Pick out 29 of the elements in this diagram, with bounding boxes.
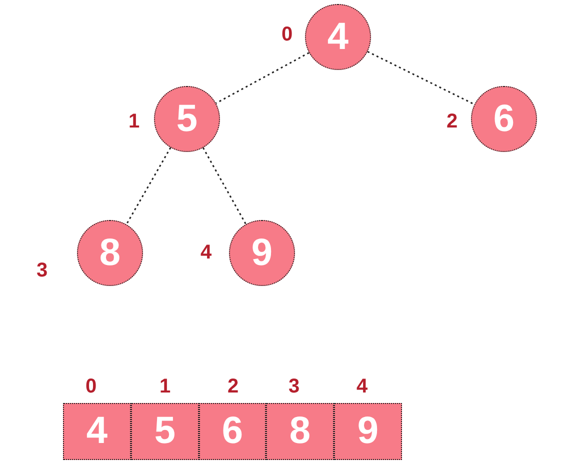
index-label: 3 bbox=[288, 376, 300, 398]
index-label: 3 bbox=[36, 260, 48, 282]
index-label: 0 bbox=[85, 376, 97, 398]
index-label: 4 bbox=[200, 242, 212, 264]
node-value: 5 bbox=[176, 98, 198, 140]
array-cell bbox=[199, 402, 266, 460]
index-label: 2 bbox=[446, 110, 458, 134]
node-value: 9 bbox=[251, 232, 273, 274]
index-label: 0 bbox=[281, 24, 293, 46]
index-label: 2 bbox=[227, 376, 239, 398]
array-cell bbox=[266, 402, 334, 460]
node-value: 8 bbox=[99, 232, 121, 274]
node-value: 4 bbox=[86, 410, 108, 452]
connector-line bbox=[216, 52, 310, 104]
node-value: 8 bbox=[289, 410, 311, 452]
node-value: 6 bbox=[493, 98, 515, 140]
connector-line bbox=[367, 50, 475, 106]
connector-line bbox=[126, 147, 172, 225]
connector-line bbox=[202, 147, 247, 225]
index-label: 1 bbox=[128, 110, 140, 134]
array-cell bbox=[63, 402, 131, 460]
node-value: 4 bbox=[327, 16, 349, 58]
array-cell bbox=[131, 402, 199, 460]
node-value: 6 bbox=[222, 410, 244, 452]
array-cell bbox=[334, 402, 402, 460]
index-label: 4 bbox=[356, 376, 368, 398]
node-value: 9 bbox=[357, 410, 379, 452]
index-label: 1 bbox=[159, 376, 171, 398]
node-value: 5 bbox=[154, 410, 176, 452]
